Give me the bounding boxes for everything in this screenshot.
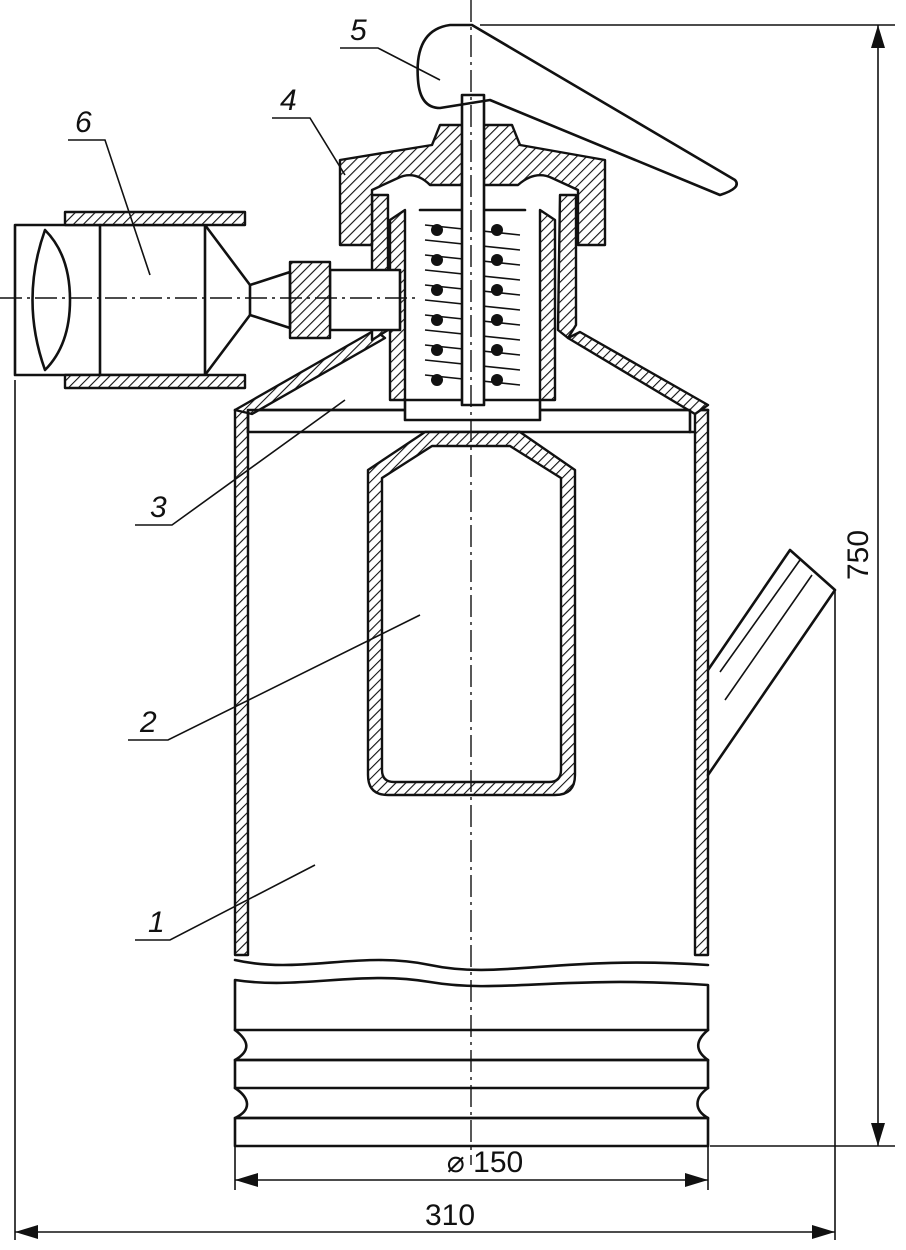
dimension-diameter-label: ⌀ 150: [447, 1146, 523, 1179]
callout-5: 5: [340, 14, 441, 81]
lever: [416, 23, 738, 197]
inner-bottle: [366, 430, 577, 797]
upper-cover: [233, 328, 710, 434]
part-label-1: 1: [148, 906, 165, 939]
dimension-width: 310: [14, 380, 836, 1240]
part-label-6: 6: [75, 106, 92, 139]
part-label-2: 2: [139, 706, 157, 739]
side-outlet: [13, 210, 402, 390]
centerlines: [0, 0, 472, 1165]
callout-1: 1: [135, 864, 316, 941]
part-label-3: 3: [150, 491, 167, 524]
spout: [706, 548, 837, 777]
dimension-height-label: 750: [842, 530, 875, 580]
callout-4: 4: [272, 84, 346, 176]
part-label-5: 5: [350, 14, 367, 47]
callout-2: 2: [128, 614, 421, 741]
dimension-diameter: ⌀ 150: [234, 1146, 709, 1190]
callout-3: 3: [135, 399, 346, 526]
plunger-rod: [460, 93, 486, 407]
part-label-4: 4: [280, 84, 297, 117]
dimension-width-label: 310: [425, 1199, 475, 1232]
callout-6: 6: [68, 106, 151, 276]
dimension-height: 750: [480, 24, 895, 1147]
